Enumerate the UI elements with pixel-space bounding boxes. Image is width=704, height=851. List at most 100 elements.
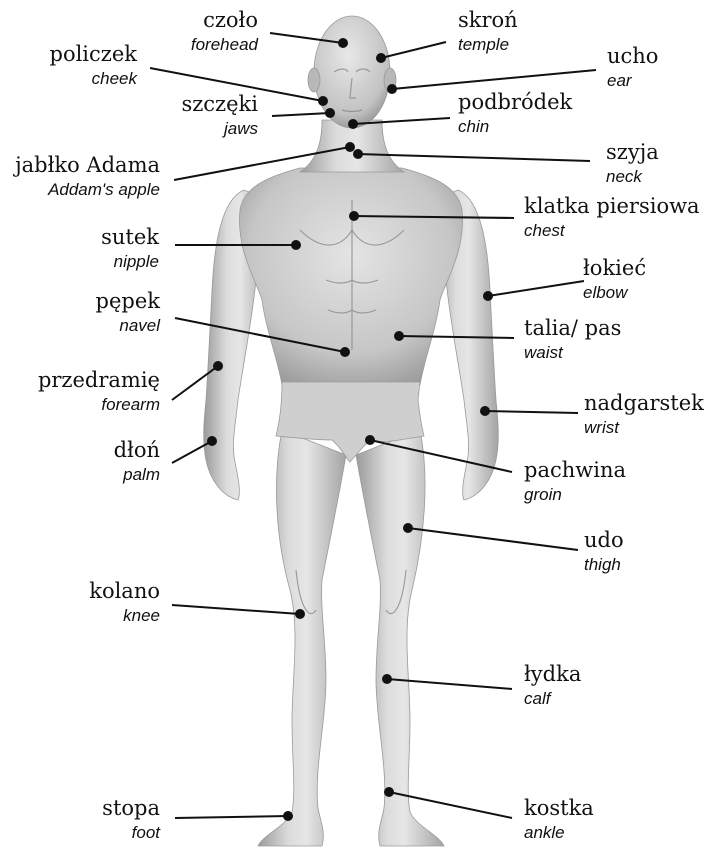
label-waist-pl: talia/ pas [524, 318, 621, 339]
dot-foot [283, 811, 293, 821]
left-ear-shape [308, 68, 320, 92]
label-foot-en: foot [102, 824, 160, 841]
label-temple-en: temple [458, 36, 518, 53]
label-forearm-en: forearm [38, 396, 160, 413]
label-waist: talia/ pas waist [524, 318, 621, 361]
label-adams-apple: jabłko Adama Addam's apple [15, 155, 160, 198]
dot-waist [394, 331, 404, 341]
label-nipple: sutek nipple [101, 227, 159, 270]
label-palm-pl: dłoń [114, 440, 160, 461]
dot-adams-apple [345, 142, 355, 152]
label-groin-en: groin [524, 486, 626, 503]
label-chest: klatka piersiowa chest [524, 196, 700, 239]
label-chin-pl: podbródek [458, 92, 572, 113]
label-wrist-en: wrist [584, 419, 704, 436]
label-forehead-en: forehead [191, 36, 258, 53]
right-leg [356, 430, 444, 846]
label-cheek-en: cheek [50, 70, 138, 87]
label-calf: łydka calf [524, 664, 581, 707]
label-jaws: szczęki jaws [181, 94, 258, 137]
dot-temple [376, 53, 386, 63]
label-ear-pl: ucho [607, 46, 658, 67]
label-elbow-en: elbow [583, 284, 646, 301]
label-chest-en: chest [524, 222, 700, 239]
label-neck-en: neck [606, 168, 659, 185]
label-jaws-en: jaws [181, 120, 258, 137]
line-neck [358, 154, 590, 161]
label-ear: ucho ear [607, 46, 658, 89]
label-ear-en: ear [607, 72, 658, 89]
dot-navel [340, 347, 350, 357]
label-cheek: policzek cheek [50, 44, 138, 87]
label-adams-apple-en: Addam's apple [15, 181, 160, 198]
dot-forehead [338, 38, 348, 48]
label-waist-en: waist [524, 344, 621, 361]
label-calf-en: calf [524, 690, 581, 707]
label-chest-pl: klatka piersiowa [524, 196, 700, 217]
label-wrist-pl: nadgarstek [584, 393, 704, 414]
line-knee [172, 605, 300, 614]
label-adams-apple-pl: jabłko Adama [15, 155, 160, 176]
label-navel-en: navel [96, 317, 160, 334]
dot-cheek [318, 96, 328, 106]
label-foot-pl: stopa [102, 798, 160, 819]
label-thigh: udo thigh [584, 530, 624, 573]
label-palm-en: palm [114, 466, 160, 483]
dot-forearm [213, 361, 223, 371]
dot-nipple [291, 240, 301, 250]
left-leg [258, 430, 346, 846]
label-knee-en: knee [89, 607, 160, 624]
label-thigh-en: thigh [584, 556, 624, 573]
line-temple [381, 42, 446, 58]
dot-neck [353, 149, 363, 159]
dot-chest [349, 211, 359, 221]
dot-thigh [403, 523, 413, 533]
dot-palm [207, 436, 217, 446]
label-navel-pl: pępek [96, 291, 160, 312]
label-jaws-pl: szczęki [181, 94, 258, 115]
label-forearm-pl: przedramię [38, 370, 160, 391]
label-chin: podbródek chin [458, 92, 572, 135]
label-nipple-en: nipple [101, 253, 159, 270]
label-thigh-pl: udo [584, 530, 624, 551]
label-palm: dłoń palm [114, 440, 160, 483]
label-groin-pl: pachwina [524, 460, 626, 481]
label-navel: pępek navel [96, 291, 160, 334]
line-ear [392, 70, 596, 89]
dot-wrist [480, 406, 490, 416]
dot-knee [295, 609, 305, 619]
line-jaws [272, 113, 330, 116]
dot-ankle [384, 787, 394, 797]
dot-ear [387, 84, 397, 94]
label-cheek-pl: policzek [50, 44, 138, 65]
label-forehead-pl: czoło [191, 10, 258, 31]
label-forehead: czoło forehead [191, 10, 258, 53]
label-elbow: łokieć elbow [583, 258, 646, 301]
label-ankle-pl: kostka [524, 798, 594, 819]
label-temple: skroń temple [458, 10, 518, 53]
dot-elbow [483, 291, 493, 301]
dot-jaws [325, 108, 335, 118]
label-nipple-pl: sutek [101, 227, 159, 248]
label-calf-pl: łydka [524, 664, 581, 685]
dot-chin [348, 119, 358, 129]
label-wrist: nadgarstek wrist [584, 393, 704, 436]
line-thigh [408, 528, 578, 550]
label-neck: szyja neck [606, 142, 659, 185]
label-knee-pl: kolano [89, 581, 160, 602]
label-foot: stopa foot [102, 798, 160, 841]
line-elbow [488, 281, 584, 296]
line-foot [175, 816, 288, 818]
dot-calf [382, 674, 392, 684]
dot-groin [365, 435, 375, 445]
label-ankle: kostka ankle [524, 798, 594, 841]
label-ankle-en: ankle [524, 824, 594, 841]
label-neck-pl: szyja [606, 142, 659, 163]
torso [239, 168, 462, 385]
label-forearm: przedramię forearm [38, 370, 160, 413]
line-wrist [485, 411, 578, 413]
label-temple-pl: skroń [458, 10, 518, 31]
figure-silhouette [204, 16, 499, 846]
label-chin-en: chin [458, 118, 572, 135]
